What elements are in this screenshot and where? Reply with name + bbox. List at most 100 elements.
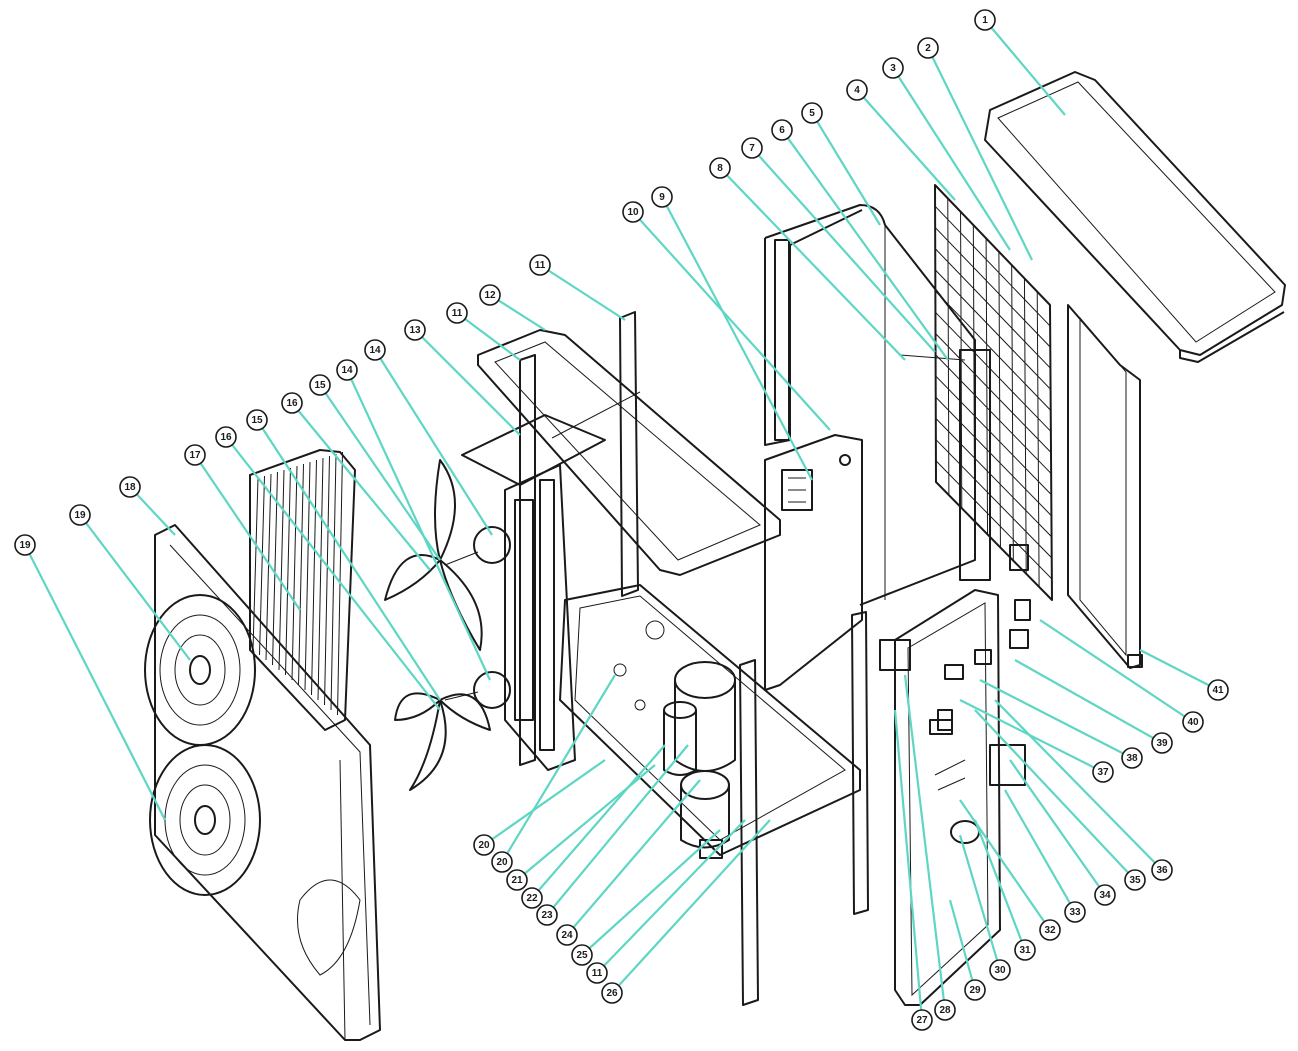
callout-number: 27: [916, 1015, 928, 1026]
callout-number: 20: [478, 840, 490, 851]
callout-circle: [336, 359, 358, 381]
callout-number: 26: [606, 988, 618, 999]
callout-number: 31: [1019, 945, 1031, 956]
callout-c38: 38: [1121, 747, 1143, 769]
callout-c14b: 14: [336, 359, 358, 381]
leader-line-c8: [719, 167, 906, 361]
leader-line-c39: [1014, 659, 1163, 744]
callout-c17: 17: [184, 444, 206, 466]
callout-number: 14: [341, 365, 353, 376]
callout-number: 21: [511, 875, 523, 886]
callout-circle: [1121, 747, 1143, 769]
leader-line-c15a: [319, 384, 441, 561]
callout-number: 20: [496, 857, 508, 868]
callout-c6: 6: [771, 119, 793, 141]
top-frame: [477, 329, 781, 576]
callout-number: 1: [982, 15, 988, 26]
leader-line-c14b: [346, 369, 491, 681]
callout-number: 23: [541, 910, 553, 921]
callout-number: 4: [854, 85, 860, 96]
callout-number: 13: [409, 325, 421, 336]
leader-line-c20a: [483, 759, 606, 846]
callout-number: 41: [1212, 685, 1224, 696]
callout-circle: [446, 302, 468, 324]
callout-number: 24: [561, 930, 573, 941]
callout-number: 11: [535, 260, 546, 271]
callout-c32: 32: [1039, 919, 1061, 941]
callout-c5: 5: [801, 102, 823, 124]
callout-c41: 41: [1207, 679, 1229, 701]
leader-line-c40: [1039, 619, 1194, 723]
callout-number: 15: [314, 380, 326, 391]
callout-number: 37: [1097, 767, 1109, 778]
leader-line-c4: [856, 89, 956, 201]
leader-line-c36: [994, 699, 1163, 871]
leader-line-c9: [661, 196, 813, 481]
callout-c21: 21: [506, 869, 528, 891]
callout-circle: [709, 157, 731, 179]
callout-circle: [989, 959, 1011, 981]
callout-circle: [801, 102, 823, 124]
callout-number: 12: [484, 290, 496, 301]
callout-c7: 7: [741, 137, 763, 159]
middle-partition: [764, 434, 863, 691]
base-tray: [559, 584, 861, 856]
callout-circle: [1182, 711, 1204, 733]
callout-circle: [917, 37, 939, 59]
callout-c14a: 14: [364, 339, 386, 361]
callout-circle: [521, 887, 543, 909]
callout-c40: 40: [1182, 711, 1204, 733]
leader-line-c26: [611, 819, 771, 994]
callout-circle: [529, 254, 551, 276]
leader-line-c1: [984, 19, 1066, 116]
callout-circle: [1124, 869, 1146, 891]
callout-c8: 8: [709, 157, 731, 179]
callout-number: 33: [1069, 907, 1081, 918]
leader-line-c41: [1139, 649, 1219, 691]
leader-line-c10: [632, 211, 831, 431]
callout-number: 18: [124, 482, 136, 493]
leader-line-c32: [959, 799, 1051, 931]
callout-number: 8: [717, 163, 723, 174]
callout-labels: 1234567891011111213141415151616171819192…: [14, 9, 1229, 1031]
callout-c15a: 15: [309, 374, 331, 396]
callout-number: 40: [1187, 717, 1199, 728]
leader-line-c12: [489, 294, 546, 331]
callout-number: 10: [627, 207, 639, 218]
leader-line-c21: [516, 764, 656, 881]
callout-circle: [601, 982, 623, 1004]
callout-circle: [184, 444, 206, 466]
callout-c20a: 20: [473, 834, 495, 856]
callout-c39: 39: [1151, 732, 1173, 754]
fan-blades: [384, 459, 491, 791]
callout-circle: [506, 869, 528, 891]
callout-circle: [1094, 884, 1116, 906]
callout-c28: 28: [934, 999, 956, 1021]
callout-circle: [771, 119, 793, 141]
callout-number: 35: [1129, 875, 1141, 886]
leader-line-c20b: [501, 674, 616, 863]
callout-circle: [586, 962, 608, 984]
leader-line-c7: [751, 147, 936, 353]
callout-circle: [1151, 859, 1173, 881]
callout-c15b: 15: [246, 409, 268, 431]
callout-c19a: 19: [69, 504, 91, 526]
side-coil: [249, 449, 356, 731]
leader-line-c15b: [256, 419, 441, 701]
callout-number: 34: [1099, 890, 1111, 901]
callout-c11b: 11: [446, 302, 468, 324]
callout-circle: [69, 504, 91, 526]
leader-line-c19b: [24, 544, 166, 821]
callout-c33: 33: [1064, 901, 1086, 923]
callout-number: 16: [286, 398, 298, 409]
callout-number: 14: [369, 345, 381, 356]
callout-number: 6: [779, 125, 785, 136]
callout-number: 25: [576, 950, 588, 961]
callout-c26: 26: [601, 982, 623, 1004]
callout-c31: 31: [1014, 939, 1036, 961]
leader-line-c25: [581, 829, 721, 956]
callout-circle: [974, 9, 996, 31]
callout-c22: 22: [521, 887, 543, 909]
rear-grille: [934, 184, 1053, 601]
